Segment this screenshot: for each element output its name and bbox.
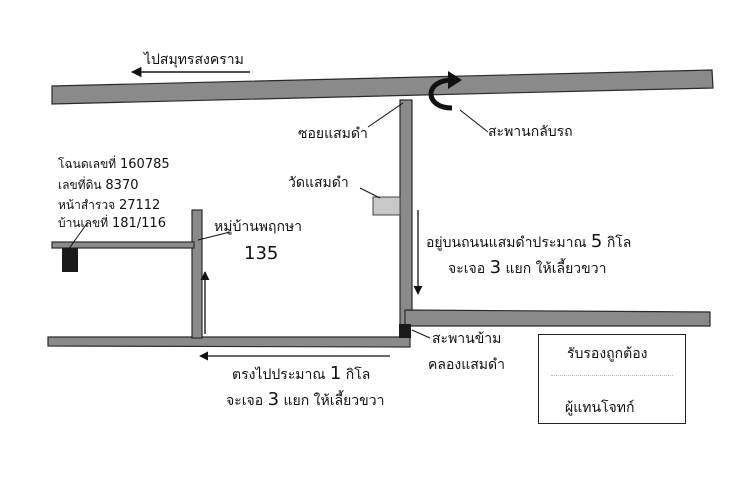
soi-saem-dam-road <box>399 99 413 326</box>
canal-bridge-leader <box>411 329 431 339</box>
temple-leader <box>359 187 381 199</box>
village-leader <box>197 231 231 241</box>
label-canal-bridge-2: คลองแสมดำ <box>428 357 505 373</box>
house-marker <box>62 248 78 272</box>
signature-line <box>551 375 673 376</box>
label-unit: กิโล <box>345 367 371 383</box>
label-text: จะเจอ <box>226 393 264 409</box>
certification-signer: ผู้แทนโจทก์ <box>565 400 635 416</box>
label-rest: แยก ให้เลี้ยวขวา <box>505 261 607 277</box>
label-straight-turn: จะเจอ 3 แยก ให้เลี้ยวขวา <box>226 390 384 410</box>
main-highway <box>51 69 714 105</box>
certification-box: รับรองถูกต้อง ผู้แทนโจทก์ <box>538 334 686 424</box>
label-text: ตรงไปประมาณ <box>232 367 326 383</box>
label-village-name: หมู่บ้านพฤกษา <box>214 219 303 235</box>
label-number: 5 <box>590 231 603 252</box>
deed-label: หน้าสำรวจ <box>58 198 116 212</box>
deed-value: 160785 <box>120 157 170 172</box>
soi-saem-dam-leader <box>367 102 404 128</box>
label-canal-bridge-1: สะพานข้าม <box>432 331 502 347</box>
label-to-samut-songkhram: ไปสมุทรสงคราม <box>144 52 244 68</box>
deed-number-line: โฉนดเลขที่ 160785 <box>58 155 170 174</box>
label-text: อยู่บนถนนแสมดำประมาณ <box>426 235 587 251</box>
certification-title: รับรองถูกต้อง <box>567 346 648 362</box>
label-straight-distance: ตรงไปประมาณ 1 กิโล <box>232 364 370 384</box>
right-side-road <box>404 309 711 327</box>
house-number-line: บ้านเลขที่ 181/116 <box>58 214 166 233</box>
label-soi-saem-dam: ซอยแสมดำ <box>298 126 368 142</box>
survey-page-line: หน้าสำรวจ 27112 <box>58 196 160 215</box>
canal-bridge-marker <box>399 324 411 338</box>
deed-value: 27112 <box>118 198 161 213</box>
village-road <box>191 209 203 339</box>
deed-leader <box>67 221 89 251</box>
u-turn-arrow <box>428 77 453 111</box>
deed-label: เลขที่ดิน <box>58 178 102 192</box>
bottom-road <box>47 336 411 348</box>
deed-label: โฉนดเลขที่ <box>58 157 117 171</box>
land-number-line: เลขที่ดิน 8370 <box>58 176 139 195</box>
u-turn-leader <box>459 109 489 133</box>
house-road <box>51 241 195 249</box>
label-text: จะเจอ <box>448 261 486 277</box>
label-number: 3 <box>489 257 502 278</box>
deed-label: บ้านเลขที่ <box>58 216 109 230</box>
label-rest: แยก ให้เลี้ยวขวา <box>283 393 385 409</box>
u-turn-arrowhead <box>448 71 462 89</box>
label-saem-dam-distance: อยู่บนถนนแสมดำประมาณ 5 กิโล <box>426 232 631 252</box>
label-number: 1 <box>329 363 342 384</box>
temple-marker <box>372 196 401 216</box>
label-wat-saem-dam: วัดแสมดำ <box>288 175 349 191</box>
label-number: 3 <box>267 389 280 410</box>
label-u-turn-bridge: สะพานกลับรถ <box>488 124 573 140</box>
label-village-number: 135 <box>244 243 279 264</box>
deed-value: 8370 <box>105 178 139 193</box>
label-unit: กิโล <box>606 235 632 251</box>
label-saem-dam-turn: จะเจอ 3 แยก ให้เลี้ยวขวา <box>448 258 606 278</box>
deed-value: 181/116 <box>111 216 166 231</box>
